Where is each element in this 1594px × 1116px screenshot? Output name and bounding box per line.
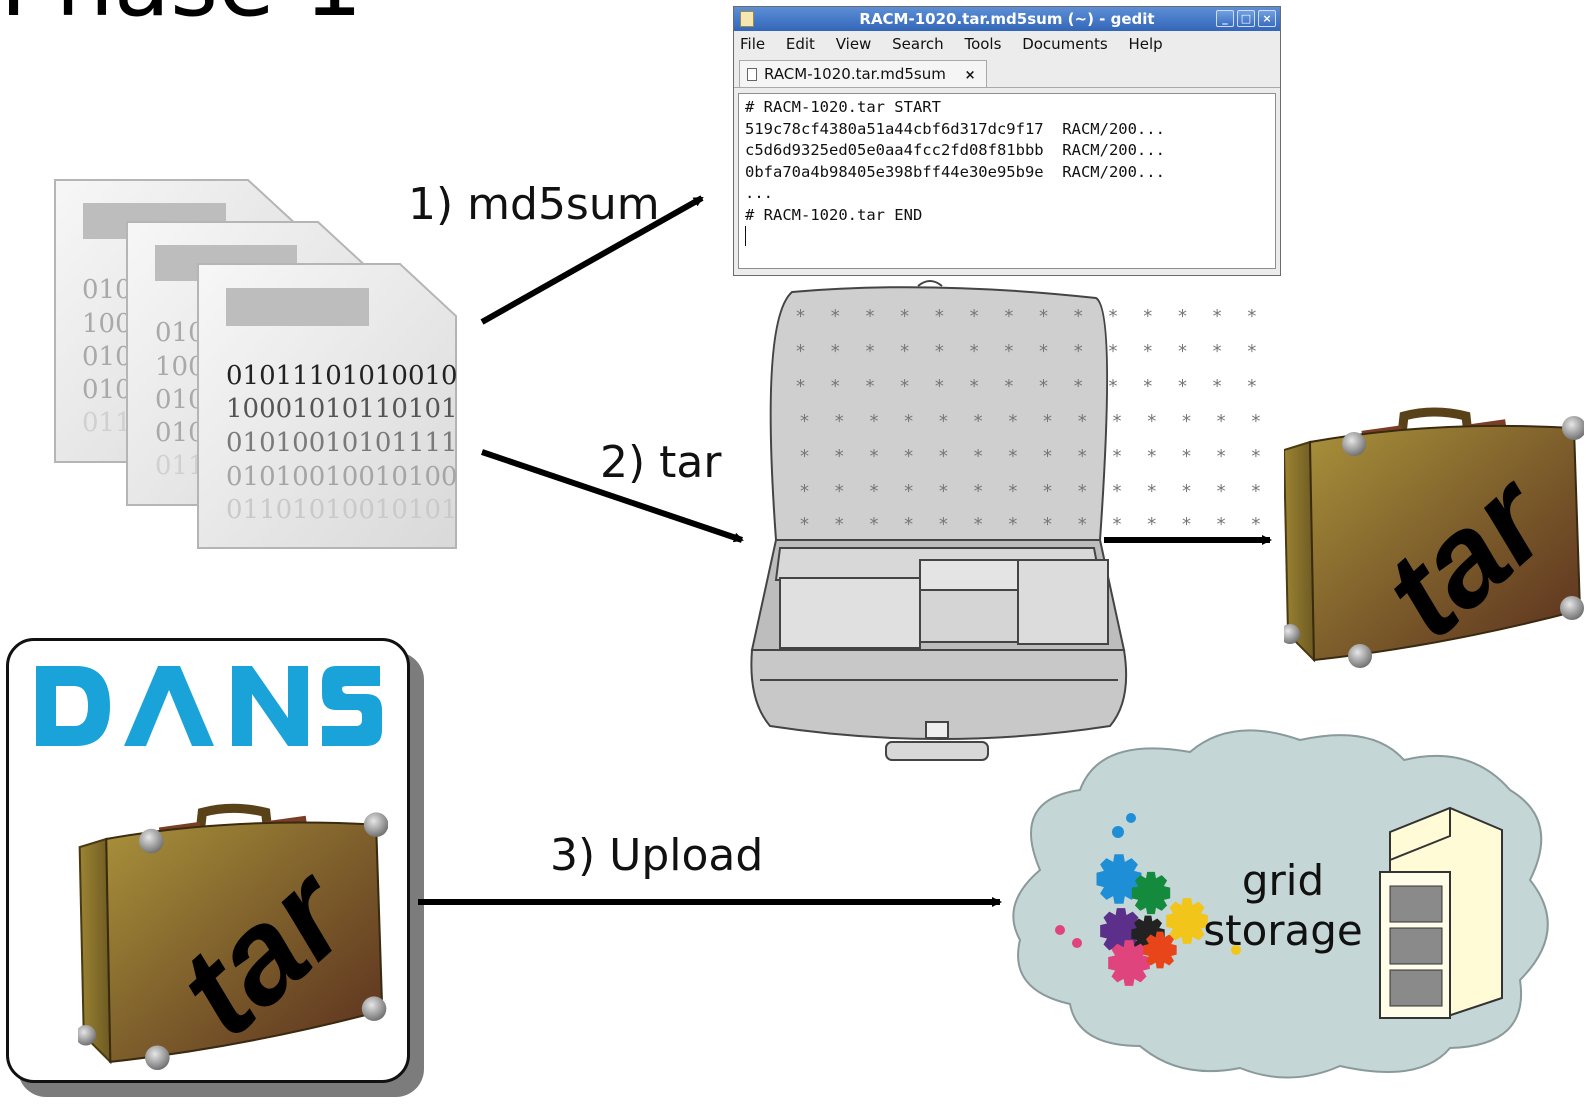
text-line: c5d6d9325ed05e0aa4fcc2fd08f81bbb RACM/20… xyxy=(745,141,1165,159)
svg-text:* * * * * * * * * * * * * *: * * * * * * * * * * * * * * xyxy=(796,341,1266,362)
file-back-line: 010 xyxy=(82,275,132,305)
svg-text:* * * * * * * * * * * * * *: * * * * * * * * * * * * * * xyxy=(800,514,1270,535)
minimize-icon[interactable]: _ xyxy=(1216,10,1234,27)
dans-logo: DANS xyxy=(30,660,390,750)
tab-document[interactable]: RACM-1020.tar.md5sum × xyxy=(739,60,987,87)
text-line: ... xyxy=(745,184,773,202)
document-icon xyxy=(747,68,757,81)
svg-text:* * * * * * * * * * * * * *: * * * * * * * * * * * * * * xyxy=(800,481,1270,502)
file-front: 01011101010010 10001010110101 0101001010… xyxy=(197,263,466,549)
file-mid-line: 010 xyxy=(155,385,205,415)
file-front-line: 01101010010101 xyxy=(226,495,458,525)
close-icon[interactable]: × xyxy=(1258,10,1276,27)
tar-suitcase-icon: tar xyxy=(1280,412,1586,668)
text-line: 519c78cf4380a51a44cbf6d317dc9f17 RACM/20… xyxy=(745,119,1165,138)
open-suitcase-icon: * * * * * * * * * * * * * * * * * * * * … xyxy=(750,280,1270,761)
text-caret xyxy=(745,226,746,246)
file-front-line: 01011101010010 xyxy=(226,361,458,391)
arrow-tar xyxy=(481,449,744,543)
menu-documents[interactable]: Documents xyxy=(1022,35,1108,53)
dans-tar-suitcase-icon: tar xyxy=(76,808,389,1070)
file-mid-line: 100 xyxy=(155,352,205,382)
text-line: # RACM-1020.tar START xyxy=(745,98,941,116)
text-line: 0bfa70a4b98405e398bff44e30e95b9e RACM/20… xyxy=(745,162,1165,181)
svg-text:010 100 010: 010 100 010 010 011 xyxy=(82,275,140,438)
gedit-menubar: File Edit View Search Tools Documents He… xyxy=(734,31,1280,57)
file-mid-line: 011 xyxy=(155,451,205,481)
menu-search[interactable]: Search xyxy=(892,35,944,53)
gedit-app-icon xyxy=(740,11,754,27)
svg-text:01011101010010 1000101: 01011101010010 10001010110101 0101001010… xyxy=(226,361,466,525)
tab-label: RACM-1020.tar.md5sum xyxy=(764,65,946,83)
step-md5sum-label: 1) md5sum xyxy=(408,179,660,230)
gedit-window-title: RACM-1020.tar.md5sum (~) - gedit xyxy=(859,10,1155,28)
binary-files-icon: 010 100 010 010 011 010 100 010 010 011 … xyxy=(54,179,466,549)
svg-text:* * * * * * * * * * * * * *: * * * * * * * * * * * * * * xyxy=(800,446,1270,467)
file-back-line: 010 xyxy=(82,375,132,405)
menu-edit[interactable]: Edit xyxy=(785,35,815,53)
svg-text:* * * * * * * * * * * * * *: * * * * * * * * * * * * * * xyxy=(796,306,1266,327)
file-back-line: 011 xyxy=(82,408,132,438)
step-tar-label: 2) tar xyxy=(600,437,722,488)
file-front-line: 10001010110101 xyxy=(226,394,458,424)
file-front-line: 01010010010100 xyxy=(226,462,458,492)
grid-storage-label: grid storage xyxy=(1203,856,1363,955)
slide-title: Phase 1 xyxy=(0,0,362,30)
gedit-titlebar[interactable]: RACM-1020.tar.md5sum (~) - gedit _ □ × xyxy=(734,7,1280,31)
gedit-tabbar: RACM-1020.tar.md5sum × xyxy=(734,57,1280,88)
arrow-md5sum xyxy=(480,195,704,325)
svg-text:* * * * * * * * * * * * * *: * * * * * * * * * * * * * * xyxy=(796,376,1266,397)
gedit-text-area[interactable]: # RACM-1020.tar START 519c78cf4380a51a44… xyxy=(738,93,1276,269)
maximize-icon[interactable]: □ xyxy=(1237,10,1255,27)
menu-view[interactable]: View xyxy=(835,35,872,53)
server-rack-icon xyxy=(1379,806,1503,1019)
file-back-line: 100 xyxy=(82,309,132,339)
file-mid-line: 010 xyxy=(155,418,205,448)
text-line: # RACM-1020.tar END xyxy=(745,205,923,224)
tab-close-icon[interactable]: × xyxy=(964,68,976,83)
menu-help[interactable]: Help xyxy=(1128,35,1163,53)
step-upload-label: 3) Upload xyxy=(550,830,763,881)
file-front-line: 01010010101111 xyxy=(226,428,458,458)
file-back-line: 010 xyxy=(82,342,132,372)
file-mid-line: 010 xyxy=(155,318,205,348)
svg-text:010 100 010: 010 100 010 010 011 xyxy=(155,318,213,481)
menu-file[interactable]: File xyxy=(740,35,766,53)
grid-cloud-icon xyxy=(1012,729,1549,1079)
dans-logo-graphic xyxy=(36,666,382,746)
gedit-window: RACM-1020.tar.md5sum (~) - gedit _ □ × F… xyxy=(733,6,1281,276)
menu-tools[interactable]: Tools xyxy=(964,35,1002,53)
svg-text:* * * * * * * * * * * * * *: * * * * * * * * * * * * * * xyxy=(800,411,1270,432)
